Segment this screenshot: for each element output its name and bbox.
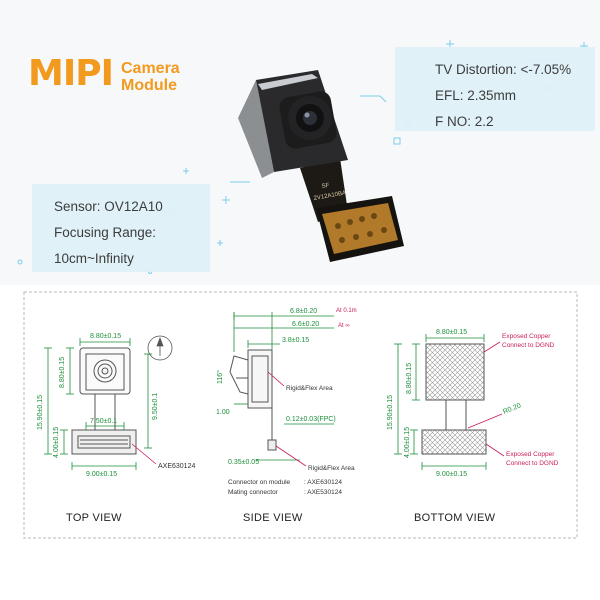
top-dim-height-flex: 9.50±0.1	[152, 393, 159, 420]
side-angle: 116°	[216, 370, 224, 384]
side-dim-68: 6.8±0.20	[290, 308, 317, 315]
module-print-line2: 2V12A10BA	[313, 190, 346, 202]
brand-title: MIPI	[28, 53, 114, 94]
bottom-dim-height-body: 8.80±0.15	[406, 363, 413, 394]
top-view-label: TOP VIEW	[66, 512, 122, 524]
top-dim-width-top: 8.80±0.15	[90, 333, 121, 340]
efl-text: EFL: 2.35mm	[435, 88, 517, 103]
top-dim-width-bottom: 9.00±0.15	[86, 471, 117, 478]
focusing-range-label: Focusing Range:	[54, 225, 157, 240]
bottom-dim-conn-height: 4.00±0.15	[404, 427, 411, 458]
mating-connector-label: Mating connector	[228, 489, 279, 496]
side-dim-100: 1.00	[216, 409, 230, 416]
side-dim-66: 6.6±0.20	[292, 321, 319, 328]
copper-bottom-line1: Exposed Copper	[506, 451, 555, 458]
top-dim-height-body: 8.80±0.15	[59, 357, 66, 388]
bottom-radius: R0.20	[502, 402, 522, 416]
brand-subtitle: Camera Module	[121, 60, 180, 94]
focusing-range-value: 10cm~Infinity	[54, 251, 134, 266]
side-view-label: SIDE VIEW	[243, 512, 303, 524]
sensor-spec-box: Sensor: OV12A10 Focusing Range: 10cm~Inf…	[32, 184, 210, 272]
side-note-66: At ∞	[338, 323, 350, 329]
side-area-bottom: Rigid&Flex Area	[308, 465, 355, 472]
copper-top-line2: Connect to DGND	[502, 342, 555, 349]
optical-spec-box: TV Distortion: <-7.05% EFL: 2.35mm F NO:…	[395, 47, 595, 131]
top-connector-label: AXE630124	[158, 463, 195, 470]
side-dim-035: 0.35±0.05	[228, 459, 259, 466]
side-dim-38: 3.8±0.15	[282, 337, 309, 344]
sensor-text: Sensor: OV12A10	[54, 199, 163, 214]
connector-on-module-value: : AXE630124	[304, 479, 342, 486]
bottom-dim-width-top: 8.80±0.15	[436, 329, 467, 336]
f-number-text: F NO: 2.2	[435, 114, 494, 129]
module-print-line1: SF	[321, 183, 330, 190]
copper-bottom-line2: Connect to DGND	[506, 460, 559, 467]
bottom-dim-height-total: 15.90±0.15	[387, 395, 394, 430]
side-fpc: 0.12±0.03(FPC)	[286, 416, 336, 423]
brand-logo: MIPI Camera Module	[28, 53, 180, 95]
mating-connector-value: : AXE530124	[304, 489, 342, 496]
bottom-dim-width-bottom: 9.00±0.15	[436, 471, 467, 478]
top-dim-height-total: 15.90±0.15	[37, 395, 44, 430]
copper-top-line1: Exposed Copper	[502, 333, 551, 340]
tv-distortion-text: TV Distortion: <-7.05%	[435, 62, 572, 77]
side-note-68: At 0.1m	[336, 308, 357, 314]
brand-subtitle-line2: Module	[121, 77, 177, 94]
bottom-view-label: BOTTOM VIEW	[414, 512, 496, 524]
side-area-top: Rigid&Flex Area	[286, 385, 333, 392]
camera-module-photo: SF 2V12A10BA	[238, 70, 404, 262]
top-dim-inner: 7.50±0.1	[90, 418, 117, 425]
connector-on-module-label: Connector on module	[228, 479, 291, 486]
brand-subtitle-line1: Camera	[121, 60, 180, 77]
top-dim-conn-height: 4.00±0.15	[53, 427, 60, 458]
